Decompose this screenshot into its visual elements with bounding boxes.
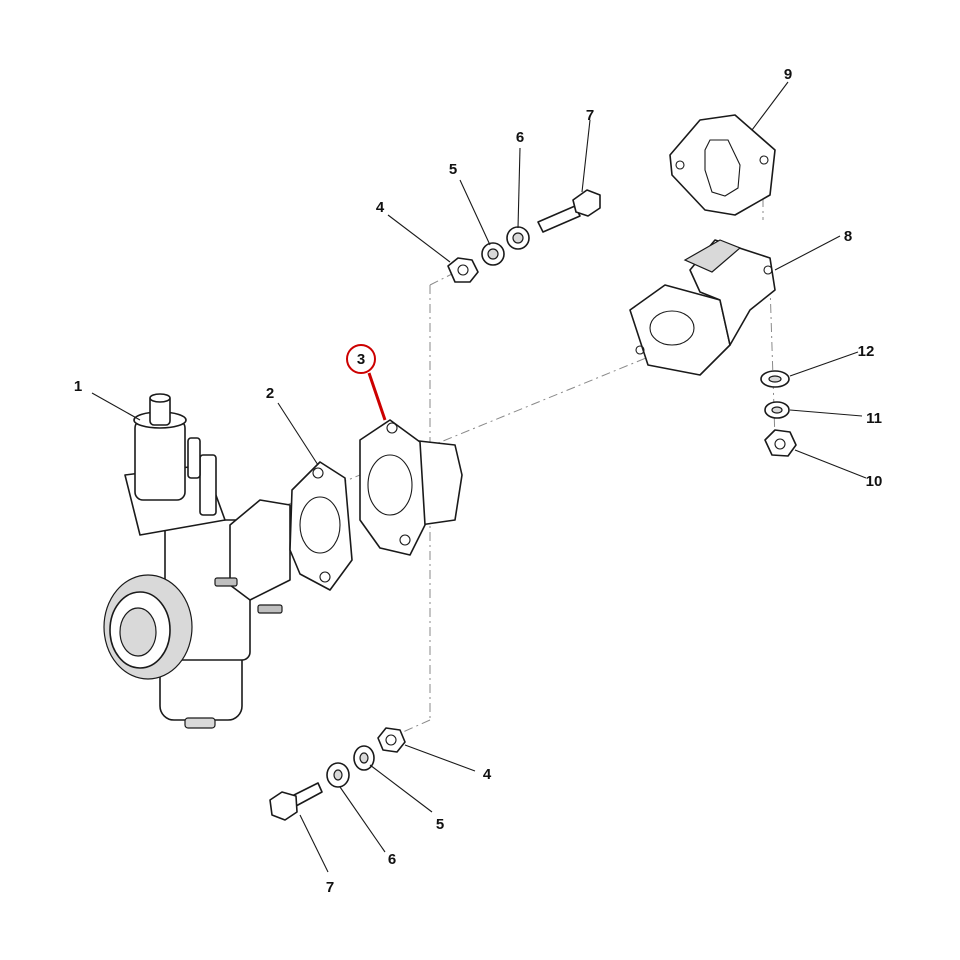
callout-11: 11 — [866, 410, 882, 427]
callout-4-top: 4 — [376, 199, 385, 216]
callout-2: 2 — [266, 385, 274, 402]
callout-6-top: 6 — [516, 129, 524, 146]
lock-washer-part-5-bottom[interactable] — [353, 745, 375, 771]
callout-8: 8 — [844, 228, 852, 245]
callout-3: 3 — [357, 351, 365, 368]
highlight-leader-3 — [367, 372, 387, 421]
insulator-spacer-part-3[interactable] — [359, 419, 463, 556]
highlight-callout-3[interactable]: 3 — [346, 344, 387, 421]
callout-labels: 1 2 4 5 6 7 8 9 12 11 10 4 5 6 7 — [74, 66, 883, 896]
callout-10: 10 — [866, 473, 883, 490]
bolt-part-7-top[interactable] — [537, 189, 601, 233]
washer-part-6-bottom[interactable] — [326, 762, 350, 788]
callout-7-top: 7 — [586, 107, 594, 124]
washer-part-12[interactable] — [760, 370, 790, 388]
callout-6-bottom: 6 — [388, 851, 396, 868]
carburetor-part[interactable] — [103, 393, 291, 729]
callout-1: 1 — [74, 378, 82, 395]
callout-7-bottom: 7 — [326, 879, 334, 896]
washer-part-11[interactable] — [764, 401, 790, 419]
callout-12: 12 — [858, 343, 875, 360]
intake-manifold-part-8[interactable] — [629, 239, 776, 376]
callout-5-bottom: 5 — [436, 816, 444, 833]
bolt-part-7-bottom[interactable] — [269, 782, 323, 821]
manifold-gasket-part-9[interactable] — [669, 114, 776, 216]
highlight-ring-3 — [346, 344, 376, 374]
callout-4-bottom: 4 — [483, 766, 492, 783]
leader-lines — [91, 81, 867, 873]
nut-part-4-top[interactable] — [447, 257, 479, 283]
callout-9: 9 — [784, 66, 792, 83]
gasket-part-2[interactable] — [289, 461, 353, 591]
nut-part-10[interactable] — [764, 429, 797, 457]
washer-part-6-top[interactable] — [506, 226, 530, 250]
callout-5-top: 5 — [449, 161, 457, 178]
lock-washer-part-5-top[interactable] — [481, 242, 505, 266]
nut-part-4-bottom[interactable] — [377, 727, 406, 753]
